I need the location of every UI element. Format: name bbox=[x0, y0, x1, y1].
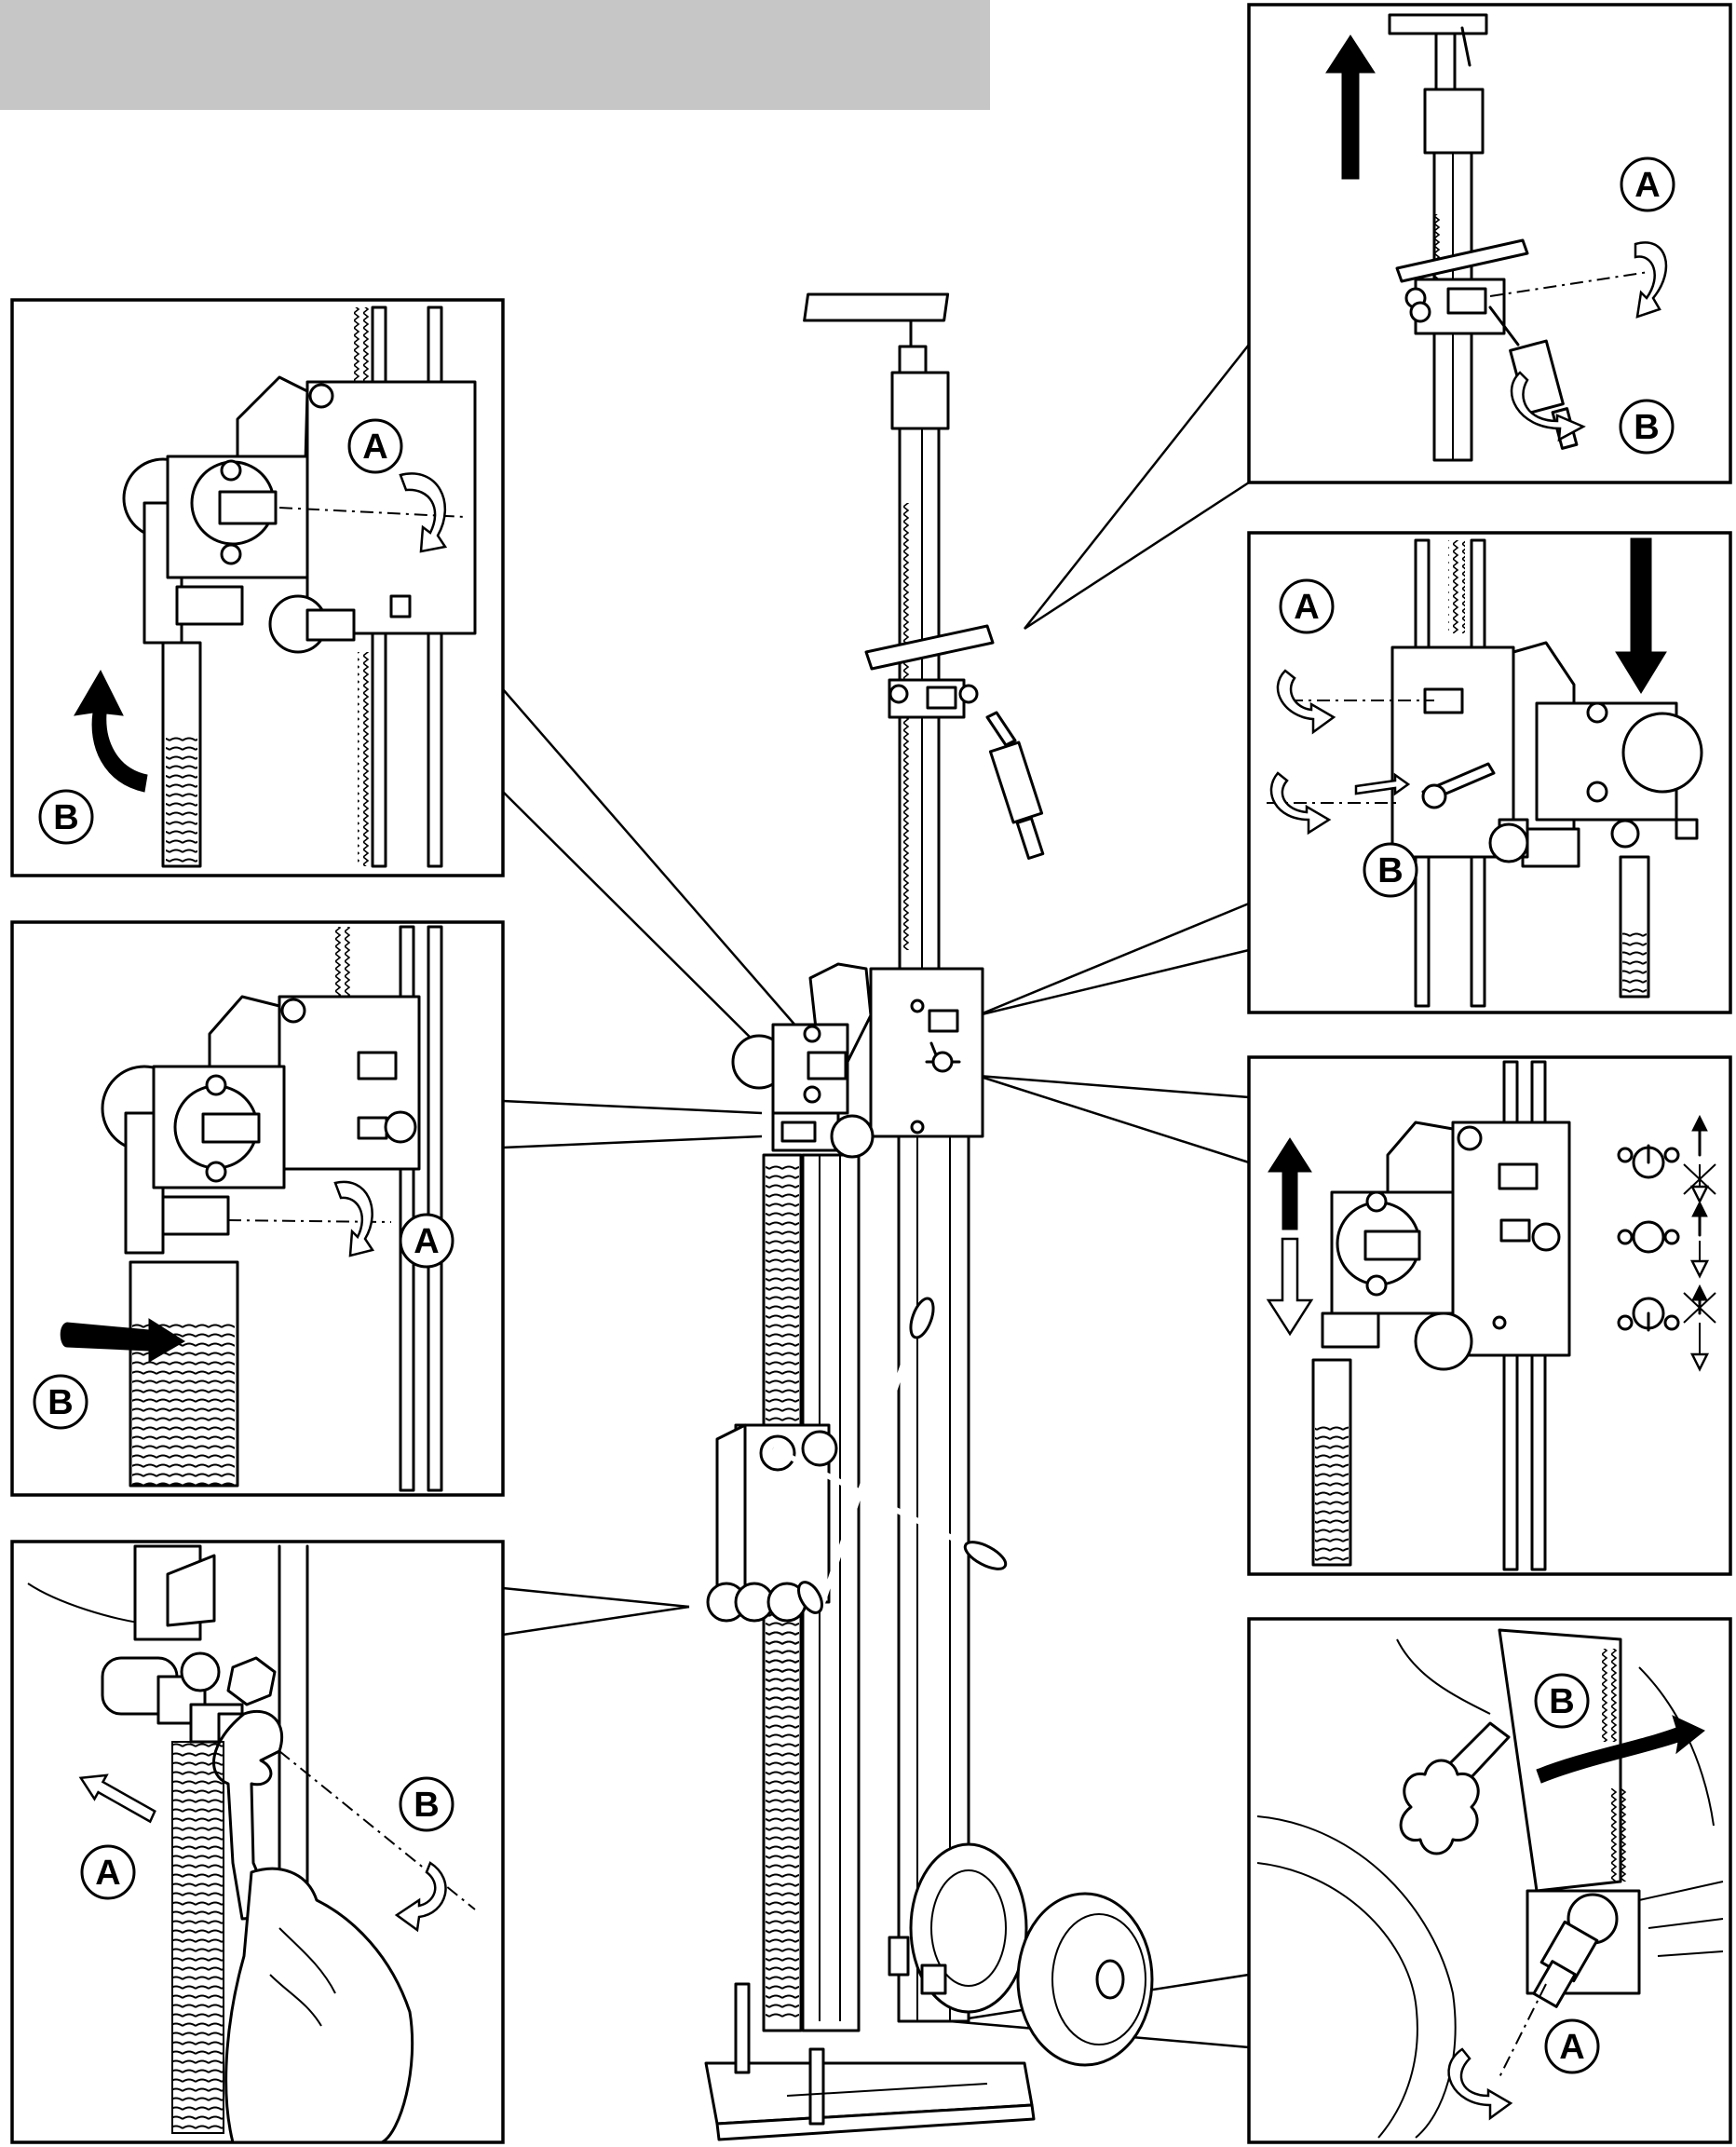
lock-indicator-icon bbox=[1617, 1114, 1716, 1372]
panel-lower-left: A B bbox=[10, 1540, 505, 2144]
panel-upper-left: A B bbox=[10, 298, 505, 877]
callout-a-label: A bbox=[414, 1222, 439, 1261]
callout-a-badge: A bbox=[1620, 156, 1675, 212]
callout-b-label: B bbox=[47, 1383, 73, 1422]
arrow-up-icon bbox=[1268, 1137, 1312, 1230]
upper-clamp bbox=[864, 624, 1045, 860]
callout-a-badge: A bbox=[399, 1213, 454, 1269]
callout-b-badge: B bbox=[38, 789, 94, 845]
panel-top-right: A B bbox=[1247, 3, 1732, 484]
arrow-down-icon bbox=[1615, 537, 1667, 694]
callout-a-badge: A bbox=[347, 418, 403, 474]
arrow-up-icon bbox=[74, 669, 148, 793]
callout-a-label: A bbox=[362, 428, 387, 467]
rotate-arrow-icon bbox=[1510, 241, 1668, 442]
feed-handle-icon bbox=[706, 1297, 1008, 1623]
base-plate-icon bbox=[704, 1936, 1036, 2141]
callout-a-label: A bbox=[1294, 588, 1319, 627]
callout-b-label: B bbox=[1377, 851, 1403, 890]
callout-b-badge: B bbox=[33, 1374, 88, 1430]
callout-a-badge: A bbox=[80, 1844, 136, 1900]
leader-lines bbox=[502, 344, 1250, 2049]
rotate-arrow-icon bbox=[60, 1318, 185, 1363]
drill-stand-column-icon bbox=[762, 292, 1045, 2032]
callout-a-label: A bbox=[95, 1854, 120, 1893]
panel-middle-right bbox=[1247, 1055, 1732, 1576]
callout-a-badge: A bbox=[1544, 2018, 1600, 2074]
callout-b-label: B bbox=[1549, 1682, 1574, 1721]
rotate-arrow-icon bbox=[1536, 1715, 1705, 1784]
wheel-icon bbox=[909, 1842, 1154, 2067]
arrow-up-icon bbox=[1325, 34, 1376, 180]
callout-b-badge: B bbox=[399, 1776, 454, 1832]
hand-icon bbox=[224, 1867, 414, 2144]
arrow-down-icon bbox=[1266, 1237, 1314, 1337]
callout-b-badge: B bbox=[1363, 842, 1418, 898]
panel-middle-left: A B bbox=[10, 920, 505, 1497]
callout-a-label: A bbox=[1634, 166, 1660, 205]
carriage-icon bbox=[731, 962, 984, 1159]
callout-a-label: A bbox=[1559, 2028, 1584, 2067]
callout-b-label: B bbox=[1634, 408, 1659, 447]
panel-lower-right: B A bbox=[1247, 1617, 1732, 2144]
callout-b-badge: B bbox=[1619, 399, 1675, 455]
panel-upper-right: A B bbox=[1247, 531, 1732, 1014]
star-knob-icon bbox=[1399, 1721, 1511, 1855]
callout-a-badge: A bbox=[1279, 578, 1335, 634]
callout-b-label: B bbox=[53, 798, 78, 837]
callout-b-badge: B bbox=[1534, 1673, 1590, 1729]
header-bar bbox=[0, 0, 990, 110]
callout-b-label: B bbox=[414, 1786, 439, 1825]
